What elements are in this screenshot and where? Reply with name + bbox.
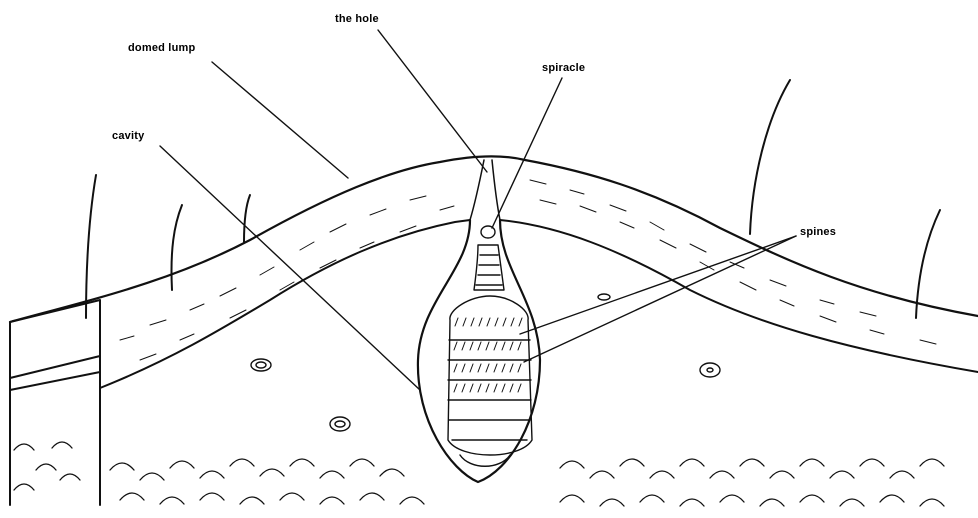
label-spines: spines [800,226,836,238]
leader-spiracle [492,78,562,228]
leader-the-hole [378,30,487,172]
leader-cavity [160,146,420,390]
label-spiracle: spiracle [542,62,585,74]
dermis-ovals [251,294,720,431]
label-the-hole: the hole [335,13,379,25]
label-cavity: cavity [112,130,144,142]
label-domed-lump: domed lump [128,42,195,54]
skin-block-front [10,300,100,505]
larva-spines [454,318,522,392]
leader-spines-1 [520,236,796,334]
fat-layer-marks [14,442,944,506]
hairs [86,80,940,318]
leader-domed-lump [212,62,348,178]
leader-lines [160,30,796,390]
leader-spines-2 [524,236,796,362]
cavity-outline [418,220,540,482]
